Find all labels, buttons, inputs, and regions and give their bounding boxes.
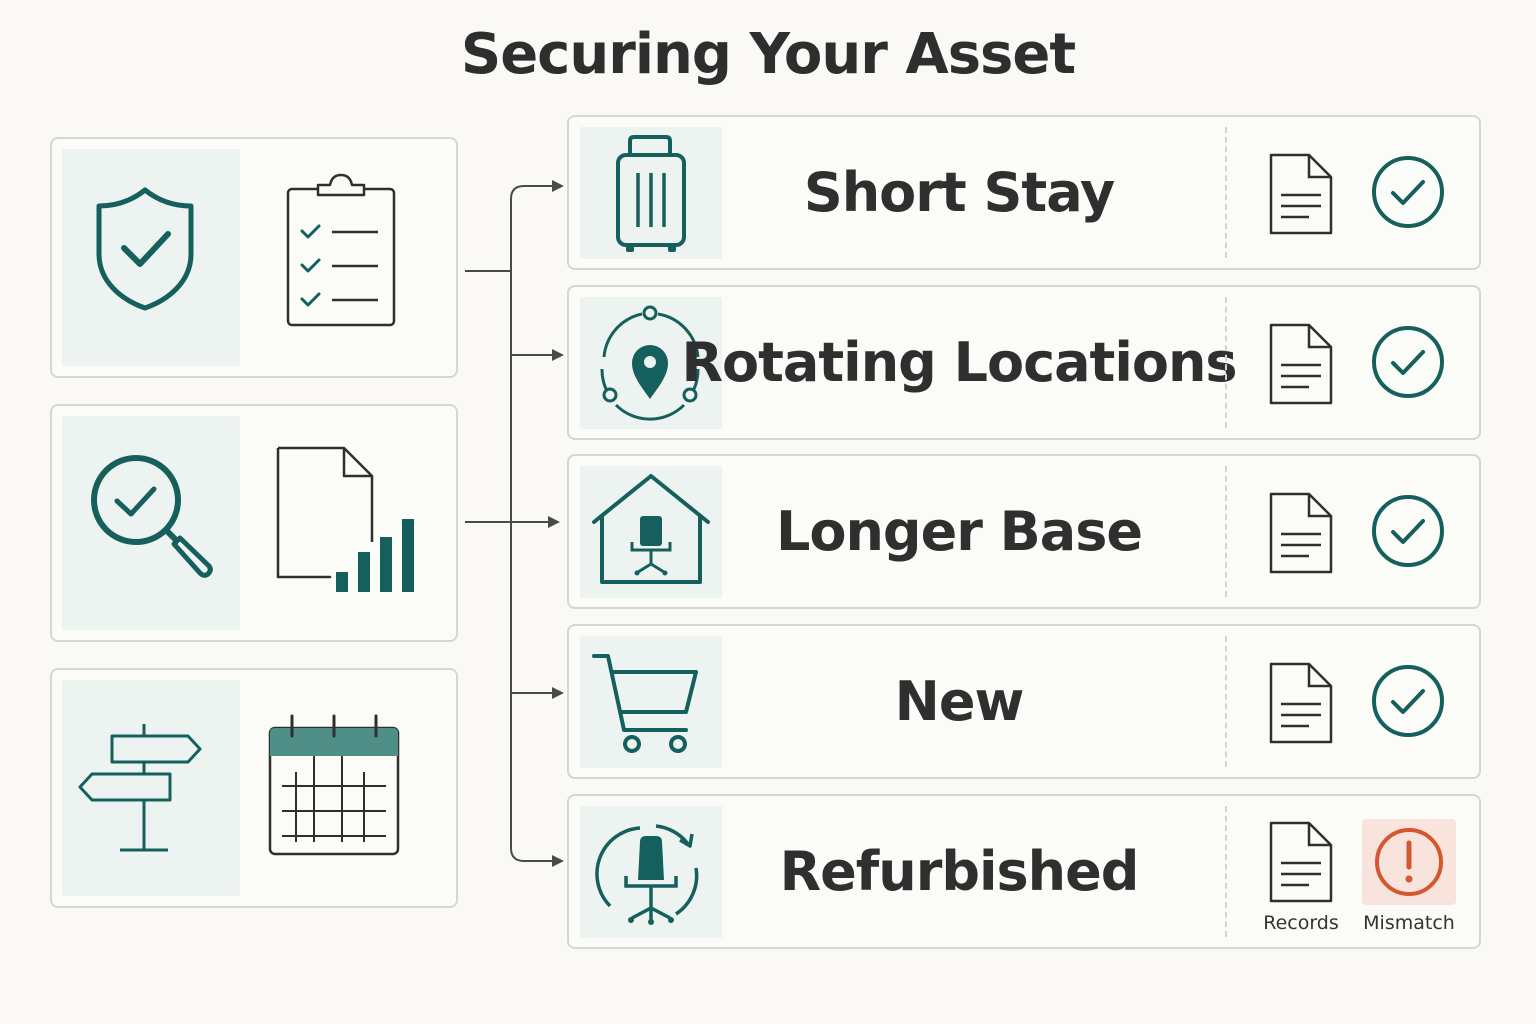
check-circle-icon [1372,665,1444,737]
row-label: New [894,670,1025,733]
document-bar-chart-icon [274,446,424,600]
document-icon [1269,323,1333,405]
document-icon [1269,662,1333,744]
signpost-icon [78,720,208,860]
check-circle-icon [1372,326,1444,398]
mismatch-status [1362,819,1456,905]
records-caption: Records [1263,912,1339,934]
calendar-icon [268,714,404,862]
shield-check-icon [90,182,200,316]
divider [1225,806,1227,937]
alert-circle-icon [1375,828,1443,896]
document-icon [1269,821,1333,903]
divider [1225,127,1227,258]
page-title: Securing Your Asset [460,22,1076,87]
check-circle-icon [1372,495,1444,567]
mismatch-caption: Mismatch [1363,912,1455,934]
row-refurbished: Refurbished Records Mismatch [567,794,1481,949]
document-icon [1269,153,1333,235]
row-label: Rotating Locations [681,331,1237,394]
divider [1225,636,1227,767]
checklist-clipboard-icon [282,171,402,335]
left-card-planning [50,668,458,908]
document-icon [1269,492,1333,574]
location-pin-cycle-icon [600,305,700,421]
row-rotating-locations: Rotating Locations [567,285,1481,440]
suitcase-icon [616,135,686,252]
check-circle-icon [1372,156,1444,228]
row-label: Refurbished [779,840,1140,903]
divider [1225,466,1227,597]
row-label: Short Stay [803,161,1115,224]
magnifier-check-icon [88,452,218,586]
left-card-protection [50,137,458,378]
row-label: Longer Base [775,500,1143,563]
row-short-stay: Short Stay [567,115,1481,270]
house-chair-icon [592,474,710,584]
shopping-cart-icon [592,654,698,753]
chair-refresh-icon [595,824,699,925]
row-longer-base: Longer Base [567,454,1481,609]
row-new: New [567,624,1481,779]
divider [1225,297,1227,428]
left-card-inspection [50,404,458,642]
